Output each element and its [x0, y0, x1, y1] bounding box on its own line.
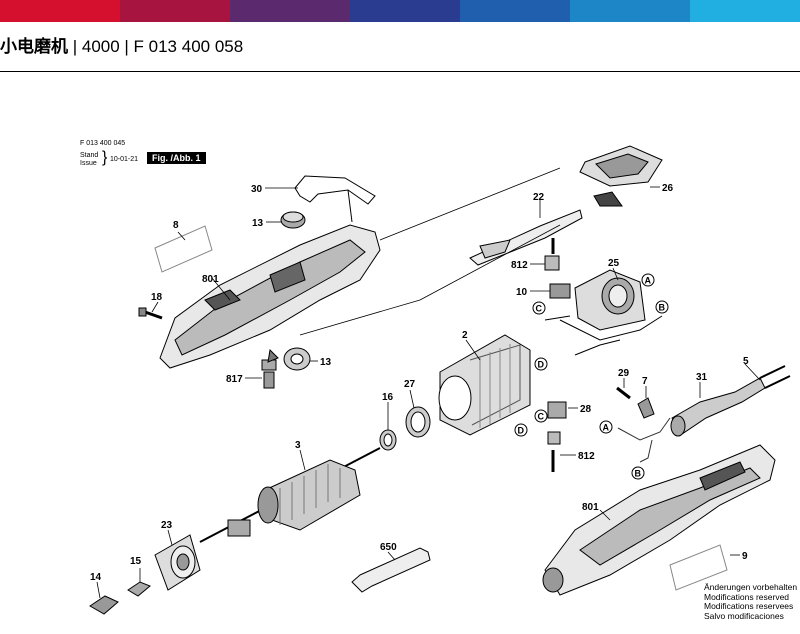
part-31-cable-sleeve	[670, 365, 791, 437]
part-15-collet	[127, 581, 151, 597]
bar-segment	[120, 0, 230, 22]
part-2-stator	[438, 334, 531, 436]
part-23-nut-housing	[154, 534, 201, 591]
part-29-screw	[616, 386, 631, 400]
part-812-lower	[547, 431, 561, 472]
part-18-screw	[138, 307, 163, 320]
connector-d-bottom: D	[518, 426, 525, 436]
part-label-650: 650	[380, 542, 397, 553]
part-label-801b: 801	[582, 502, 599, 513]
part-label-13b: 13	[320, 357, 332, 368]
part-812-brush-holder	[544, 238, 560, 271]
part-label-8: 8	[173, 220, 179, 231]
part-label-3: 3	[295, 440, 301, 451]
part-label-801: 801	[202, 274, 219, 285]
figure-label: Fig. /Abb. 1	[147, 152, 206, 164]
bar-segment	[570, 0, 690, 22]
part-label-31: 31	[696, 372, 708, 383]
part-650-wrench	[351, 547, 431, 593]
housing-half-bottom	[542, 444, 776, 596]
part-label-2: 2	[462, 330, 468, 341]
connector-c-bottom: C	[538, 412, 545, 422]
issue-label: Issue	[80, 160, 97, 167]
brand-color-bar	[0, 0, 800, 22]
part-label-29: 29	[618, 368, 630, 379]
part-25-switch-assembly	[544, 269, 663, 356]
notice-line-fr: Modifications reservees	[704, 601, 794, 611]
title-divider	[0, 71, 800, 72]
connector-b-bottom: B	[635, 469, 642, 479]
part-label-7: 7	[642, 376, 648, 387]
part-7-clamp	[637, 397, 655, 419]
part-28-holder	[547, 401, 567, 419]
title-product-name: 小电磨机	[0, 37, 68, 56]
bar-segment	[0, 0, 120, 22]
part-label-22: 22	[533, 192, 545, 203]
bar-segment	[460, 0, 570, 22]
title-model-numbers: | 4000 | F 013 400 058	[68, 37, 244, 56]
part-label-27: 27	[404, 379, 416, 390]
part-number-labels: 30 26 22 13 8 801 812 25 18 10 2 13 817 …	[90, 183, 749, 583]
part-label-812b: 812	[578, 451, 595, 462]
part-label-5: 5	[743, 356, 749, 367]
part-label-26: 26	[662, 183, 674, 194]
part-3-armature	[199, 447, 381, 543]
connector-d-top: D	[538, 360, 545, 370]
part-label-13: 13	[252, 218, 264, 229]
part-label-23: 23	[161, 520, 173, 531]
part-label-10: 10	[516, 287, 528, 298]
connector-markers: A B C D A B C D	[514, 273, 669, 480]
notice-line-de: Änderungen vorbehalten	[704, 582, 798, 592]
leader-lines	[96, 167, 761, 599]
part-8-label	[154, 225, 213, 273]
notice-line-en: Modifications reserved	[704, 591, 790, 602]
connector-c-top: C	[536, 304, 543, 314]
stand-label: Stand	[80, 152, 99, 159]
notice-line-es: Salvo modificaciones	[704, 610, 784, 621]
part-label-9: 9	[742, 551, 748, 562]
part-label-28: 28	[580, 404, 592, 415]
bar-segment	[350, 0, 460, 22]
part-label-18: 18	[151, 292, 163, 303]
part-30-wire	[294, 175, 376, 223]
part-14-collet-nut	[89, 595, 119, 615]
modification-notice: Änderungen vorbehalten Modifications res…	[704, 582, 798, 621]
part-26-cap	[579, 145, 663, 207]
part-label-14: 14	[90, 572, 102, 583]
connector-a-bottom: A	[603, 423, 610, 433]
part-label-812: 812	[511, 260, 528, 271]
part-817-bushing	[261, 348, 279, 389]
bar-segment	[690, 0, 800, 22]
part-10-brush	[549, 283, 571, 299]
connector-b-top: B	[659, 303, 666, 313]
part-label-817: 817	[226, 374, 243, 385]
part-22-switch-slide	[469, 209, 583, 266]
part-label-25: 25	[608, 258, 620, 269]
housing-half-top	[159, 224, 381, 369]
part-9-label	[669, 544, 728, 591]
bar-segment	[230, 0, 350, 22]
brace-glyph: }	[102, 149, 108, 166]
page-title: 小电磨机 | 4000 | F 013 400 058	[0, 32, 243, 57]
connector-a-top: A	[645, 276, 652, 286]
part-label-30: 30	[251, 184, 263, 195]
part-label-16: 16	[382, 392, 394, 403]
drawing-part-number: F 013 400 045	[80, 140, 126, 147]
part-label-15: 15	[130, 556, 142, 567]
issue-date: 10-01-21	[110, 156, 139, 163]
